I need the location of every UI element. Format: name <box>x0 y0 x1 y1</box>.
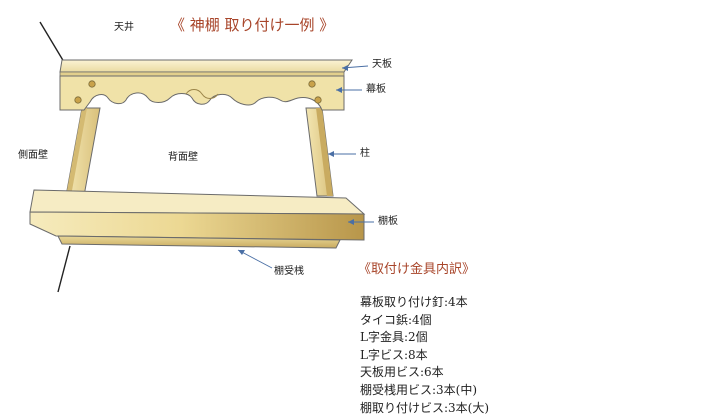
label-back-wall: 背面壁 <box>168 152 198 163</box>
top-board-edge <box>59 71 345 77</box>
hardware-item: 幕板取り付け釘:4本 <box>360 295 468 309</box>
shelf-support-batten <box>57 235 341 249</box>
hardware-item: L字金具:2個 <box>360 330 428 345</box>
shelf-board-top <box>29 189 366 215</box>
arrow-shelf-board <box>348 219 354 225</box>
arrow-top-board <box>342 65 348 71</box>
diagram-title: 《 神棚 取り付け一例 》 <box>170 16 335 34</box>
arrow-pillar <box>328 151 334 157</box>
hardware-item: L字ビス:8本 <box>360 347 428 362</box>
ceiling-line <box>39 21 65 63</box>
tack-1 <box>88 80 96 88</box>
leader-arrows <box>238 65 354 255</box>
arrow-curtain-board <box>336 87 342 93</box>
hardware-item: タイコ鋲:4個 <box>360 312 432 327</box>
wall-edge-line <box>57 245 71 293</box>
label-shelf-board: 棚板 <box>378 216 398 227</box>
hardware-breakdown-list: 幕板取り付け釘:4本 タイコ鋲:4個 L字金具:2個 L字ビス:8本 天板用ビス… <box>360 294 489 417</box>
arrow-shelf-support <box>238 250 245 255</box>
left-pillar-shade <box>66 108 87 196</box>
label-pillar: 柱 <box>360 148 370 159</box>
hardware-item: 棚取り付けビス:3本(大) <box>360 400 490 415</box>
hardware-item: 棚受桟用ビス:3本(中) <box>360 382 478 397</box>
label-side-wall: 側面壁 <box>18 150 48 161</box>
top-board <box>59 59 353 73</box>
label-top-board: 天板 <box>372 59 392 70</box>
tack-2 <box>74 96 82 104</box>
curtain-board <box>59 75 345 111</box>
hardware-item: 天板用ビス:6本 <box>360 365 444 380</box>
label-curtain-board: 幕板 <box>366 84 386 95</box>
leader-shelf-support <box>237 249 273 269</box>
hardware-breakdown-title: 《取付け金具内訳》 <box>358 262 476 277</box>
label-shelf-support: 棚受桟 <box>274 266 304 277</box>
right-pillar-shade <box>316 108 333 196</box>
label-ceiling: 天井 <box>114 22 134 33</box>
tack-3 <box>308 80 316 88</box>
shelf-board <box>29 211 365 241</box>
tack-4 <box>314 96 322 104</box>
curtain-board-ornament <box>185 89 219 99</box>
